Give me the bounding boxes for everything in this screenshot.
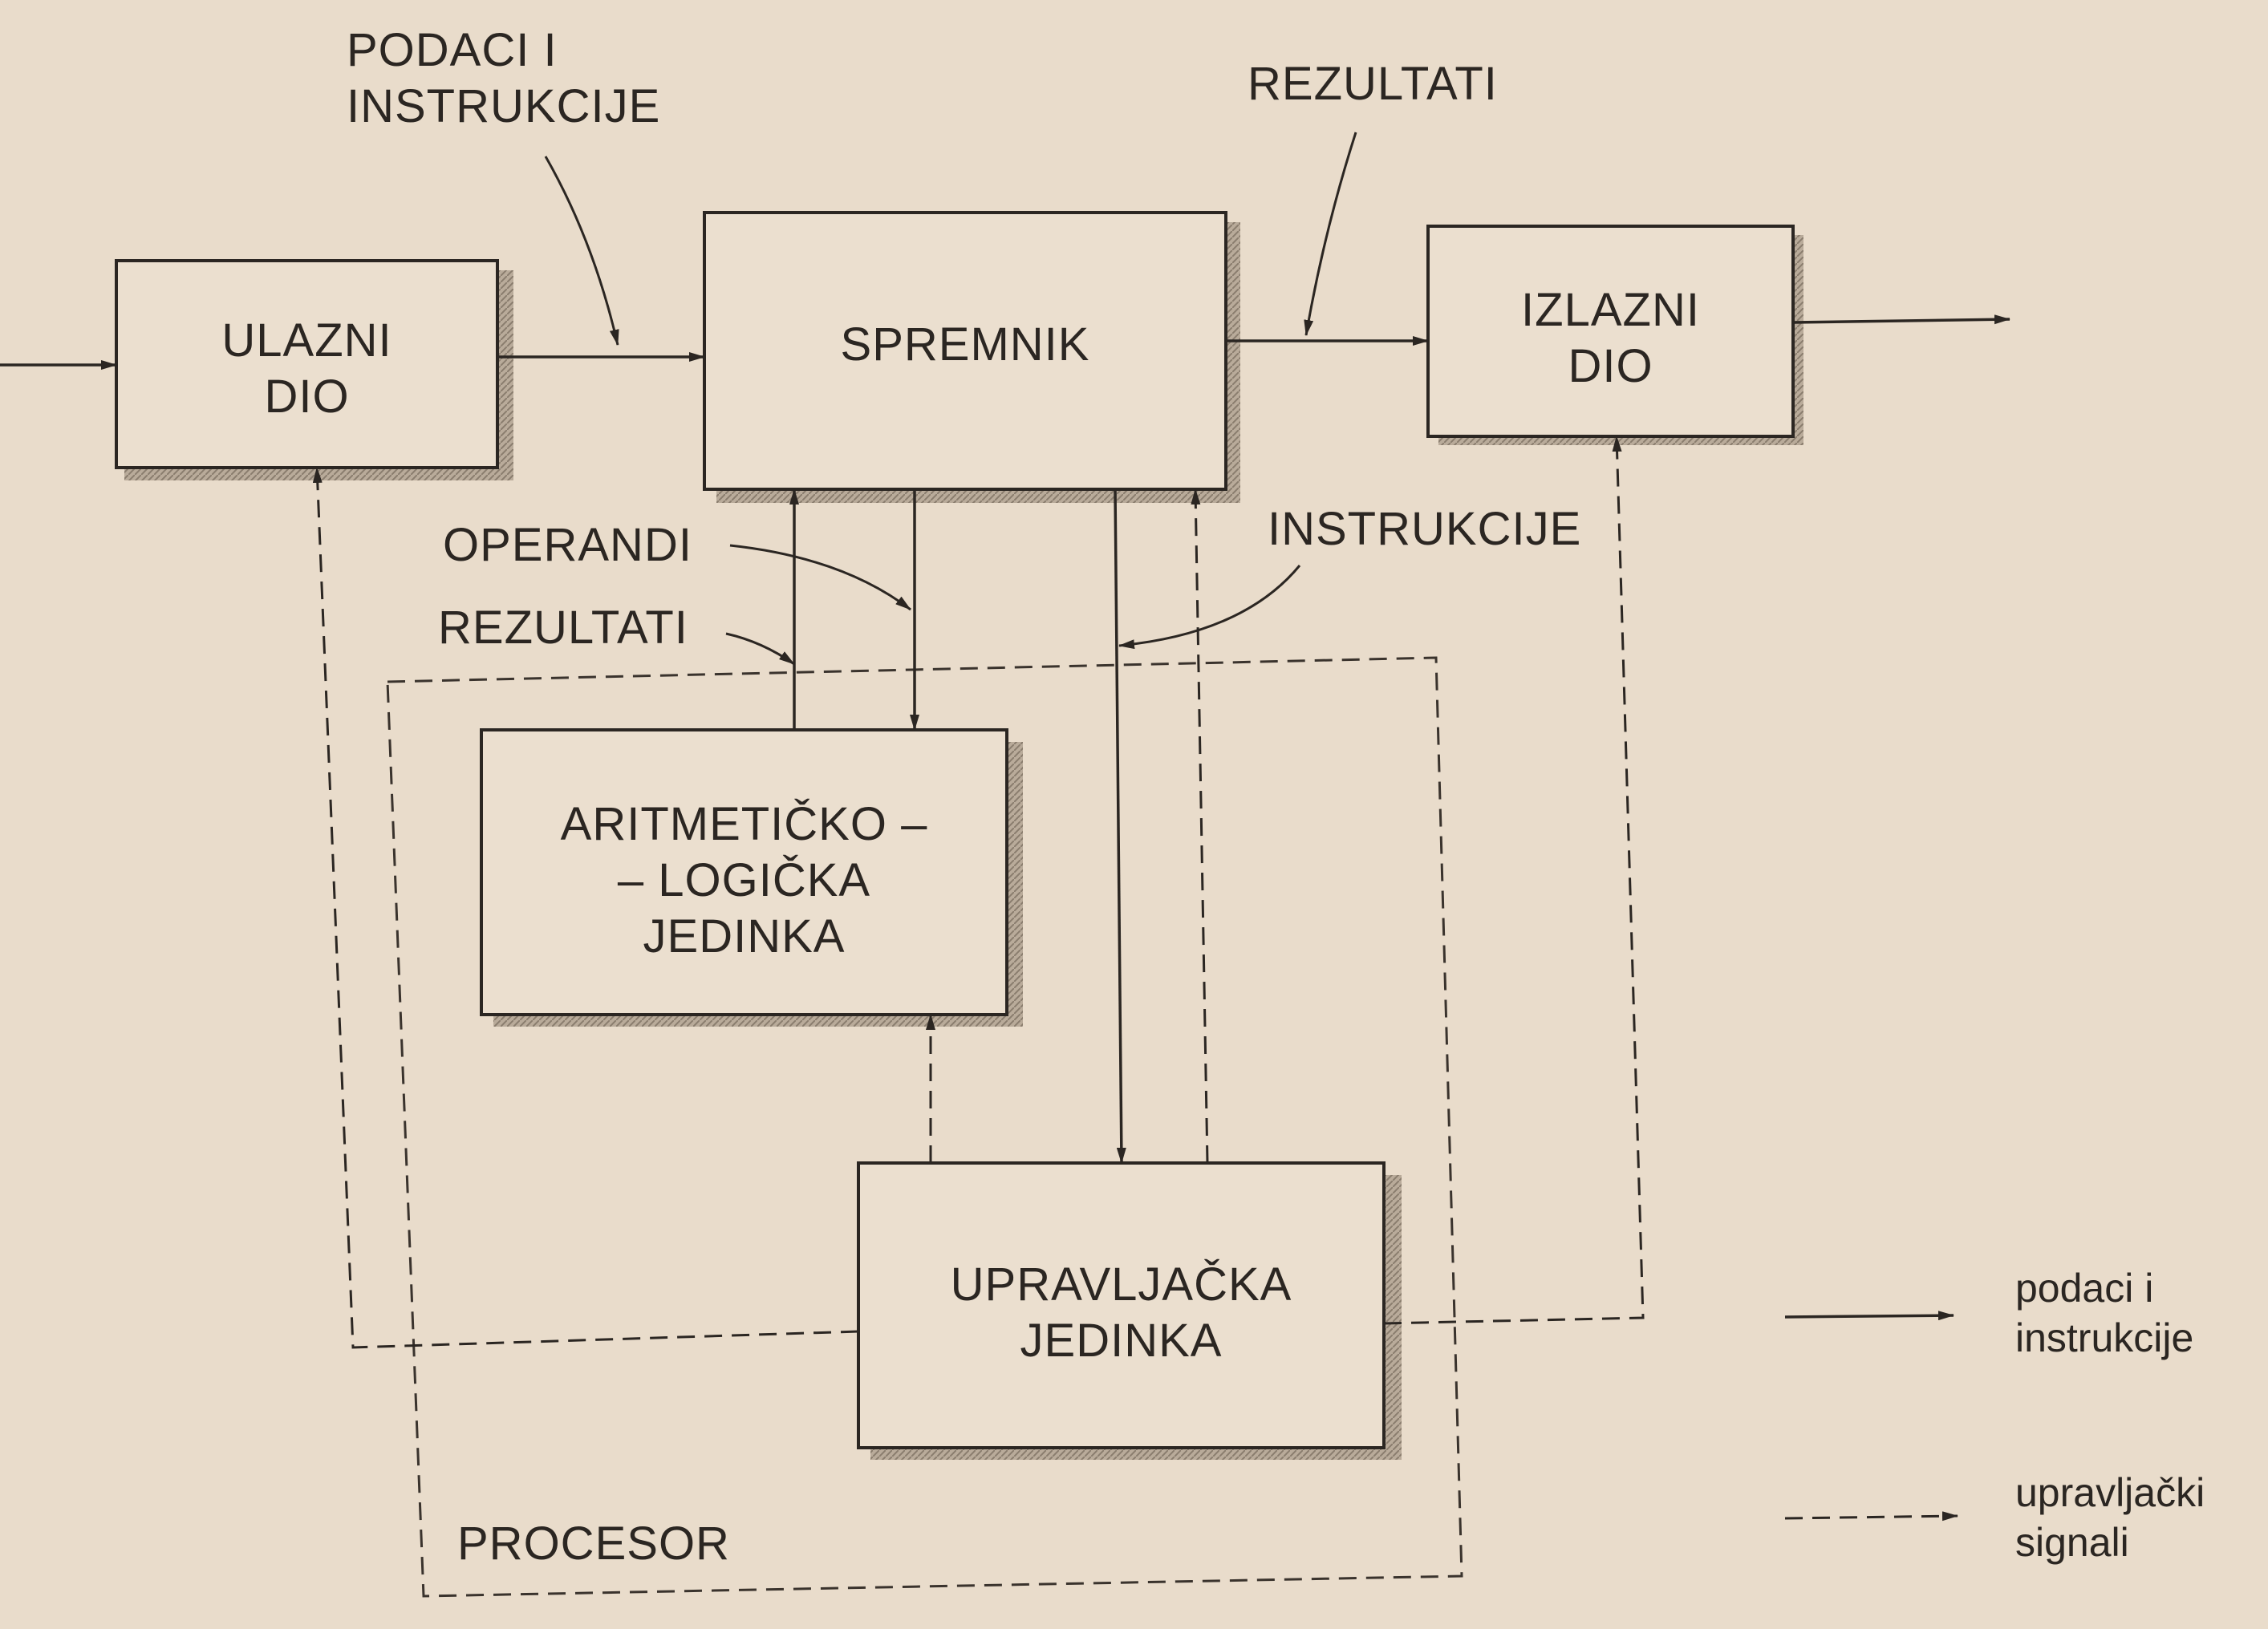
alu-line-2: – LOGIČKA (617, 854, 871, 906)
legend-dashed-line-2: signali (2015, 1520, 2129, 1565)
memory-label: SPREMNIK (704, 317, 1226, 373)
annotation-data-in: PODACI I INSTRUKCIJE (347, 22, 660, 135)
pointer-results-in (725, 632, 795, 666)
input-unit-line-1: ULAZNI (221, 314, 392, 367)
alu-line-3: JEDINKA (643, 910, 846, 962)
control-unit-label: UPRAVLJAČKA JEDINKA (858, 1257, 1384, 1369)
alu-line-1: ARITMETIČKO – (560, 798, 928, 850)
memory-line: SPREMNIK (840, 318, 1090, 371)
pointer-operands (729, 544, 911, 611)
annotation-instructions: INSTRUKCIJE (1268, 503, 1582, 555)
annotation-operands: OPERANDI (443, 519, 692, 571)
legend-dashed-line-1: upravljački (2015, 1470, 2205, 1515)
control-to-output-signal (1383, 436, 1645, 1325)
legend-dashed-line (1784, 1511, 1958, 1522)
legend-solid-line-2: instrukcije (2015, 1315, 2194, 1360)
output-unit-label: IZLAZNI DIO (1428, 282, 1793, 395)
annotation-results-out: REZULTATI (1248, 58, 1498, 110)
processor-boundary (386, 656, 1463, 1598)
output-unit-line-1: IZLAZNI (1521, 284, 1700, 336)
output-unit-box (1426, 225, 1795, 438)
alu-box (480, 728, 1008, 1016)
pointer-instructions (1118, 565, 1301, 650)
annotation-data-in-line-1: PODACI I (347, 24, 558, 76)
memory-box (703, 211, 1227, 491)
legend-solid-line-1: podaci i (2015, 1266, 2154, 1311)
input-unit-box (115, 259, 499, 469)
control-unit-box (857, 1161, 1386, 1449)
arrow-memory-instructions-to-control (1114, 488, 1126, 1164)
control-unit-line-2: JEDINKA (1020, 1315, 1223, 1367)
input-unit-line-2: DIO (264, 371, 350, 423)
control-to-input-signal (312, 467, 859, 1349)
annotation-data-in-line-2: INSTRUKCIJE (347, 80, 661, 132)
output-unit-line-2: DIO (1568, 340, 1653, 392)
pointer-data-in (544, 156, 619, 346)
legend-solid-line (1784, 1311, 1954, 1321)
control-to-memory-signal (1191, 488, 1209, 1164)
control-unit-line-1: UPRAVLJAČKA (950, 1258, 1292, 1311)
legend-solid-label: podaci i instrukcije (2015, 1263, 2193, 1363)
pointer-results-out (1304, 132, 1357, 336)
legend-dashed-label: upravljački signali (2015, 1468, 2205, 1567)
annotation-results-in: REZULTATI (438, 602, 688, 654)
input-unit-label: ULAZNI DIO (116, 313, 497, 425)
arrow-output-out (1792, 314, 2010, 325)
alu-label: ARITMETIČKO – – LOGIČKA JEDINKA (481, 796, 1007, 965)
processor-label: PROCESOR (457, 1518, 730, 1570)
